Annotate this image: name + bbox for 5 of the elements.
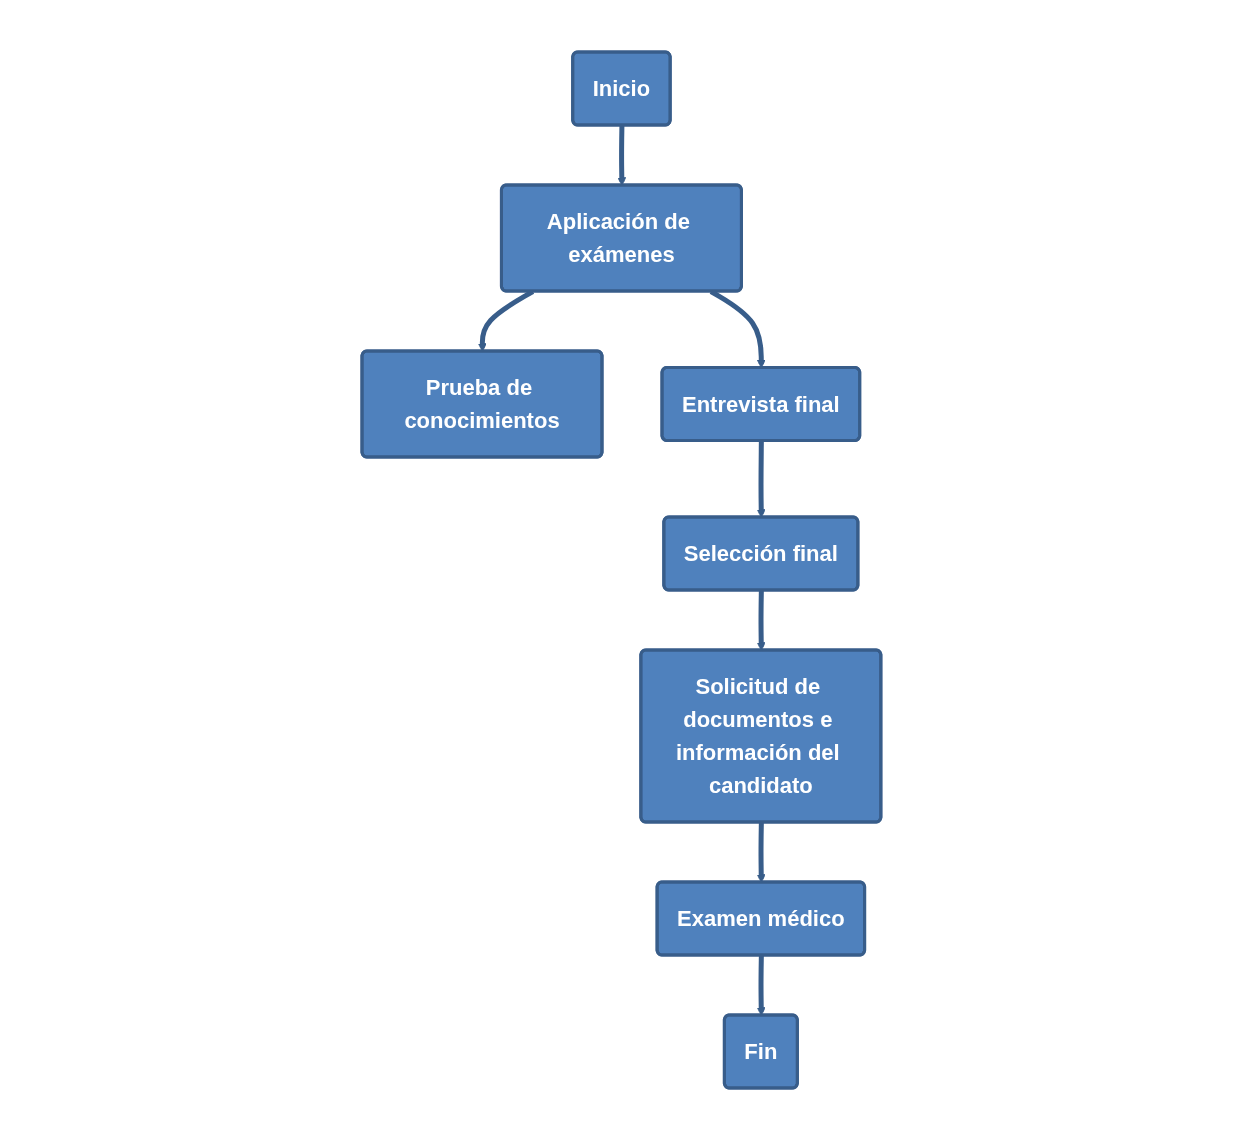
- arrow: [756, 822, 766, 883]
- arrow: [756, 590, 766, 651]
- arrow: [756, 955, 766, 1016]
- arrow: [756, 440, 766, 518]
- arrow: [617, 125, 627, 186]
